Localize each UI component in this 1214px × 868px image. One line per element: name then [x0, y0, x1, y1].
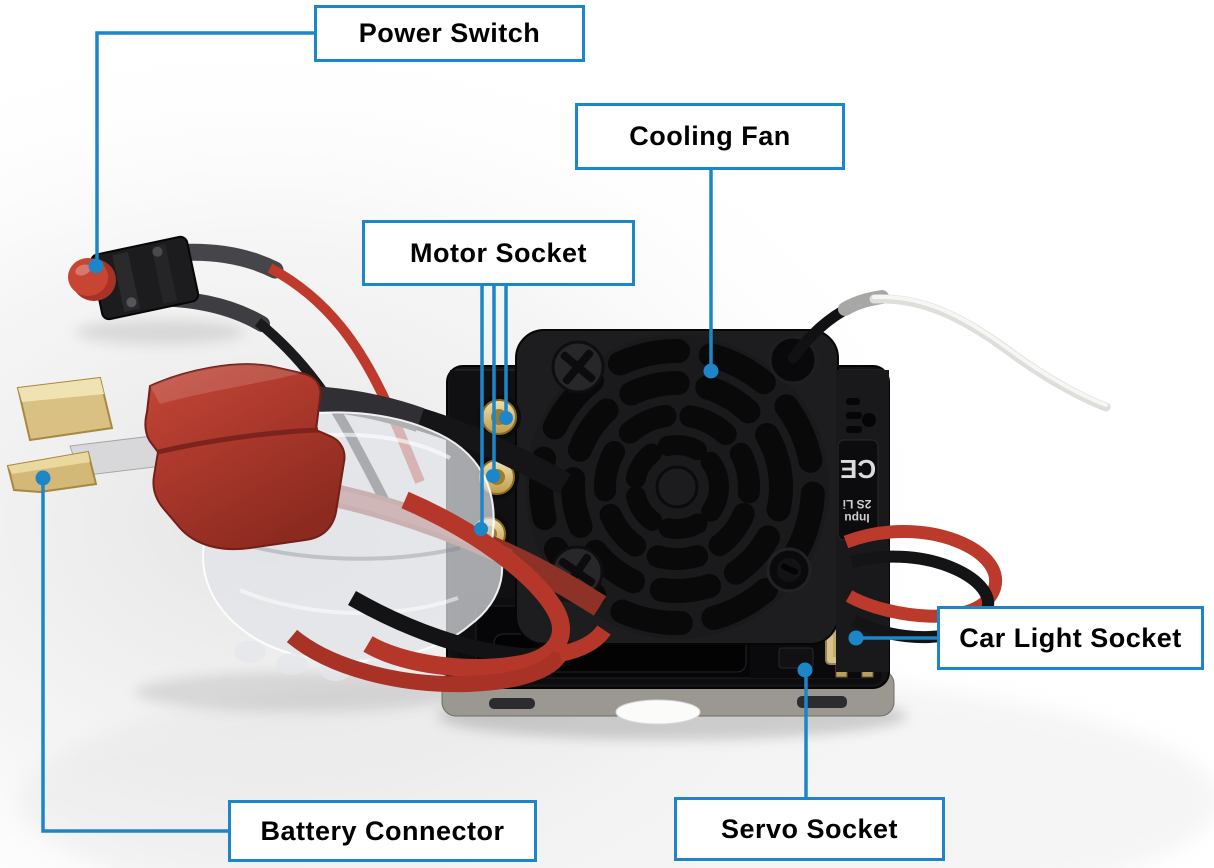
sticker-text-2: Inpu — [844, 511, 869, 525]
callout-car-light-socket-label: Car Light Socket — [959, 622, 1182, 653]
sticker-text-1: 2S Li — [843, 497, 872, 511]
vent-slot — [846, 398, 860, 405]
callout-power-switch: Power Switch — [314, 5, 585, 62]
callout-motor-socket-label: Motor Socket — [409, 237, 588, 268]
callout-battery-connector: Battery Connector — [228, 800, 537, 862]
plug-gold-prong-top — [16, 376, 114, 442]
callout-power-switch-label: Power Switch — [358, 18, 541, 48]
fan-hub — [655, 465, 699, 509]
switch-body — [90, 235, 200, 321]
dot-battery-connector — [35, 470, 51, 486]
ce-mark-text: CE — [840, 454, 876, 484]
rim-slot-right — [797, 696, 847, 708]
callout-battery-connector-label: Battery Connector — [260, 815, 505, 846]
dot-motor-socket-2 — [486, 469, 500, 483]
rim-slot-left — [489, 698, 535, 709]
plug-gold-prong-bottom — [6, 450, 98, 494]
panel-hole — [862, 413, 876, 427]
dot-power-switch — [88, 258, 104, 274]
antenna-tube-highlight — [872, 294, 1108, 407]
callout-car-light-socket: Car Light Socket — [937, 606, 1204, 670]
dot-servo-socket — [797, 662, 813, 678]
ce-sticker: CE 2S Li Inpu — [837, 439, 879, 541]
screw-top-left — [551, 340, 605, 394]
leader-lines — [41, 31, 937, 833]
dot-motor-socket-3 — [474, 522, 488, 536]
battery-connector-plug — [6, 363, 346, 551]
white-tab — [615, 699, 701, 725]
vent-slot — [846, 412, 862, 419]
callout-cooling-fan: Cooling Fan — [575, 103, 845, 170]
callout-cooling-fan-label: Cooling Fan — [629, 121, 791, 151]
callout-servo-socket: Servo Socket — [674, 797, 945, 861]
red-wire-loop-2 — [286, 629, 568, 693]
red-wire-loop-1 — [363, 491, 570, 677]
fan-hole-bottom-right — [766, 547, 812, 593]
red-wire-end — [558, 625, 611, 662]
antenna — [787, 290, 1111, 412]
dot-cooling-fan — [703, 363, 719, 379]
callout-motor-socket: Motor Socket — [362, 220, 635, 286]
leader-power-switch — [95, 31, 314, 266]
dot-motor-socket-1 — [499, 411, 513, 425]
leader-battery-connector — [41, 479, 228, 833]
right-red-wire — [843, 525, 1002, 623]
leader-dots — [35, 258, 864, 678]
plug-groove — [157, 427, 319, 455]
bottom-wire-loops — [286, 491, 611, 693]
plug-red-body — [144, 363, 346, 551]
vent-slot — [846, 426, 862, 433]
dot-car-light-socket — [848, 630, 864, 646]
callout-servo-socket-label: Servo Socket — [720, 813, 899, 844]
plug-top-highlight — [150, 364, 300, 404]
cooling-fan — [515, 329, 839, 645]
